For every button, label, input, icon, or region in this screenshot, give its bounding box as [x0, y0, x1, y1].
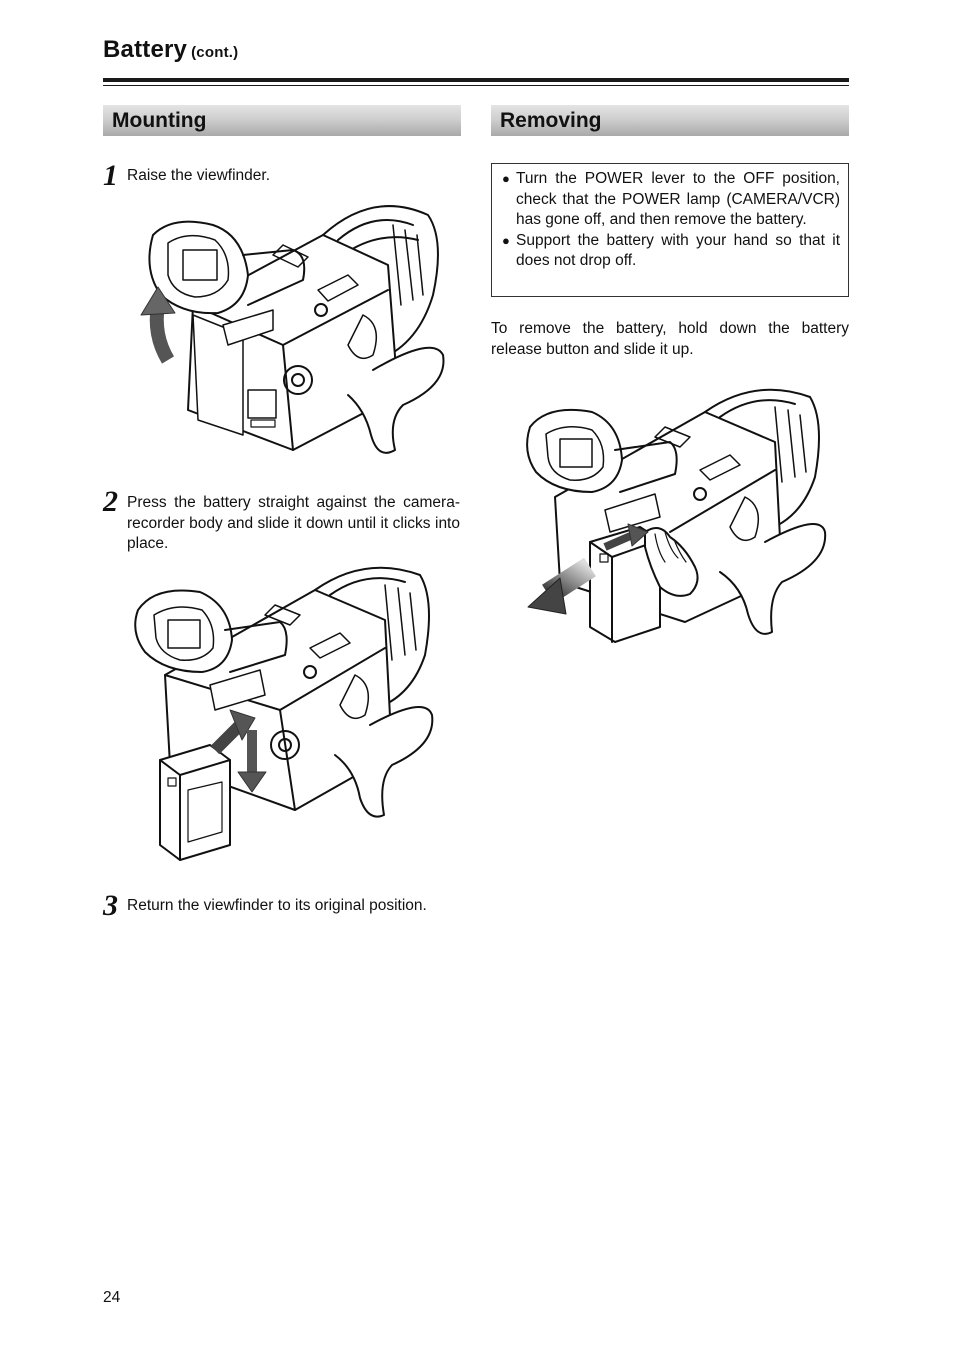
- removing-instructions: To remove the battery, hold down the bat…: [491, 320, 849, 358]
- step-text: Press the battery straight against the c…: [127, 494, 460, 552]
- bullet-icon: ●: [502, 232, 510, 248]
- step-number: 2: [103, 485, 118, 518]
- header-rule-thick: [103, 78, 849, 82]
- notice-item: ● Turn the POWER lever to the OFF positi…: [502, 169, 840, 231]
- notice-text: Support the battery with your hand so th…: [516, 231, 840, 270]
- step-number: 3: [103, 889, 118, 922]
- step-text: Return the viewfinder to its original po…: [127, 897, 427, 914]
- page-title-suffix: (cont.): [191, 44, 239, 61]
- header-rule-thin: [103, 85, 849, 86]
- notice-text: Turn the POWER lever to the OFF position…: [516, 170, 840, 228]
- camera-raise-viewfinder-illustration: [140, 205, 445, 454]
- page-title: Battery(cont.): [103, 36, 238, 64]
- removing-heading: Removing: [491, 105, 849, 136]
- mounting-step-2: 2 Press the battery straight against the…: [103, 487, 460, 555]
- battery-removing-illustration: [526, 388, 827, 643]
- notice-item: ● Support the battery with your hand so …: [502, 231, 840, 272]
- mounting-heading: Mounting: [103, 105, 461, 136]
- bullet-icon: ●: [502, 171, 510, 186]
- removing-notice-box: ● Turn the POWER lever to the OFF positi…: [491, 163, 849, 297]
- battery-mounting-illustration: [134, 566, 434, 861]
- step-number: 1: [103, 159, 118, 192]
- mounting-step-3: 3 Return the viewfinder to its original …: [103, 891, 460, 921]
- page-title-text: Battery: [103, 36, 188, 63]
- page-number: 24: [103, 1289, 121, 1306]
- mounting-step-1: 1 Raise the viewfinder.: [103, 161, 460, 191]
- step-text: Raise the viewfinder.: [127, 167, 271, 184]
